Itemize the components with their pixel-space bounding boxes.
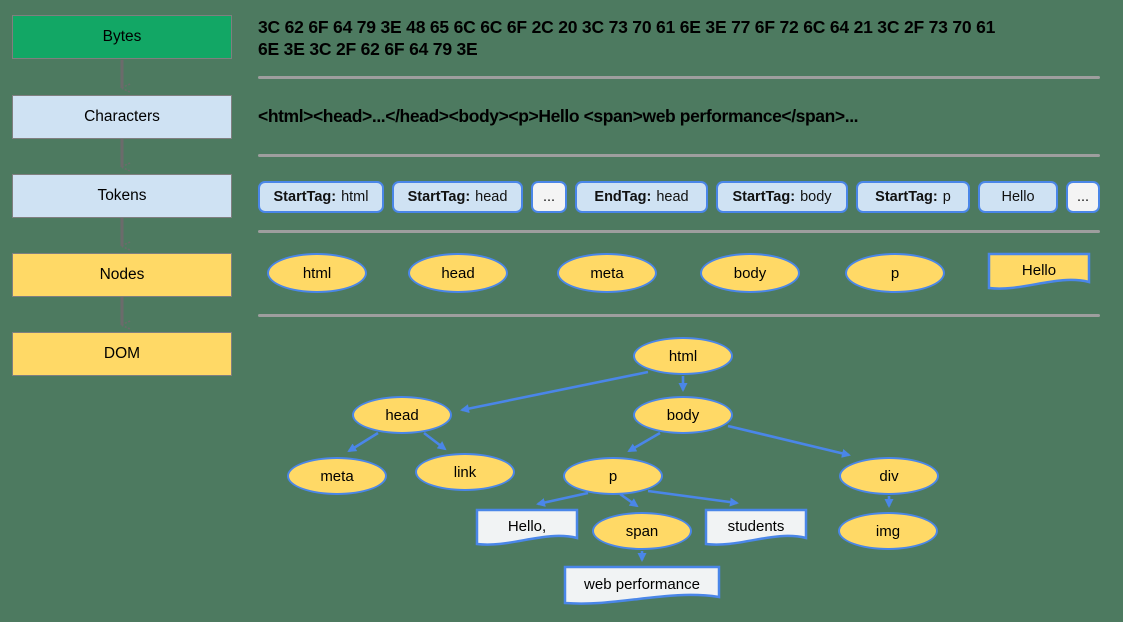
tree-edges	[347, 370, 894, 562]
node-label: div	[879, 467, 899, 485]
token-value: ...	[542, 189, 556, 205]
stage-dom: DOM	[12, 332, 232, 376]
token-starttag-p: StartTag: p	[856, 181, 970, 213]
token-type: StartTag:	[407, 189, 471, 205]
token-value: body	[800, 189, 832, 205]
token-value: ...	[1076, 189, 1090, 205]
tree-edge-body-div	[727, 424, 851, 458]
node-p: p	[845, 253, 945, 293]
tree-edge-html-head	[460, 370, 649, 414]
hex-bytes-line2: 6E 3E 3C 2F 62 6F 64 79 3E	[258, 39, 478, 59]
node-label: web performance	[584, 575, 700, 593]
node-label: html	[302, 264, 332, 282]
token-value: html	[341, 189, 369, 205]
tree-edge-p-hello	[536, 491, 589, 507]
token-ellipsis-2: ...	[1066, 181, 1100, 213]
stage-characters: Characters	[12, 95, 232, 139]
token-type: EndTag:	[594, 189, 652, 205]
tree-edge-body-p	[627, 431, 661, 453]
tree-edge-head-link	[423, 431, 447, 451]
dom-node-body: body	[633, 396, 733, 434]
node-text-hello: Hello	[987, 252, 1091, 294]
hex-bytes-line1: 3C 62 6F 64 79 3E 48 65 6C 6C 6F 2C 20 3…	[258, 17, 996, 37]
node-label: link	[453, 463, 477, 481]
stage-characters-label: Characters	[84, 108, 160, 125]
stage-tokens-label: Tokens	[97, 187, 147, 204]
token-type: StartTag:	[875, 189, 938, 205]
characters-text: <html><head>...</head><body><p>Hello <sp…	[258, 106, 859, 126]
hex-bytes-text: 3C 62 6F 64 79 3E 48 65 6C 6C 6F 2C 20 3…	[258, 16, 1058, 60]
tree-edge-head-meta	[347, 431, 379, 453]
tree-edge-p-span	[619, 492, 639, 508]
token-type: StartTag:	[273, 189, 337, 205]
stage-nodes-label: Nodes	[99, 266, 145, 283]
node-label: html	[668, 347, 698, 365]
stage-nodes: Nodes	[12, 253, 232, 297]
divider-3	[258, 230, 1100, 233]
dom-node-html: html	[633, 337, 733, 375]
token-type: StartTag:	[732, 189, 796, 205]
node-label: Hello	[1021, 261, 1057, 279]
node-html: html	[267, 253, 367, 293]
token-starttag-body: StartTag: body	[716, 181, 848, 213]
token-starttag-html: StartTag: html	[258, 181, 384, 213]
token-value: p	[942, 189, 951, 205]
node-label: head	[385, 406, 419, 424]
node-label: img	[875, 522, 901, 540]
node-body: body	[700, 253, 800, 293]
text-node-shape	[563, 565, 721, 605]
stage-bytes-label: Bytes	[102, 28, 142, 45]
text-node-shape	[475, 508, 579, 546]
dom-node-span: span	[592, 512, 692, 550]
node-label: meta	[320, 467, 354, 485]
text-node-shape	[987, 252, 1091, 290]
node-label: Hello,	[507, 517, 547, 535]
stage-tokens: Tokens	[12, 174, 232, 218]
node-meta: meta	[557, 253, 657, 293]
token-value: head	[475, 189, 508, 205]
dom-textnode-students: students	[704, 508, 808, 550]
node-label: p	[608, 467, 618, 485]
dom-node-p: p	[563, 457, 663, 495]
token-endtag-head: EndTag: head	[575, 181, 708, 213]
dom-textnode-web-performance: web performance	[563, 565, 721, 609]
dom-node-div: div	[839, 457, 939, 495]
stage-dom-label: DOM	[103, 345, 141, 362]
node-label: body	[666, 406, 700, 424]
token-value: Hello	[1001, 189, 1035, 205]
dom-node-head: head	[352, 396, 452, 434]
node-label: body	[733, 264, 767, 282]
token-hello: Hello	[978, 181, 1058, 213]
dom-node-img: img	[838, 512, 938, 550]
dom-node-link: link	[415, 453, 515, 491]
token-ellipsis-1: ...	[531, 181, 567, 213]
tree-edge-p-students	[647, 489, 739, 507]
node-head: head	[408, 253, 508, 293]
dom-node-meta: meta	[287, 457, 387, 495]
divider-2	[258, 154, 1100, 157]
node-label: head	[441, 264, 475, 282]
text-node-shape	[704, 508, 808, 546]
node-label: meta	[590, 264, 624, 282]
token-value: head	[656, 189, 689, 205]
divider-1	[258, 76, 1100, 79]
node-label: students	[727, 517, 785, 535]
token-starttag-head: StartTag: head	[392, 181, 523, 213]
node-label: span	[625, 522, 659, 540]
stage-bytes: Bytes	[12, 15, 232, 59]
node-label: p	[890, 264, 900, 282]
dom-textnode-hello: Hello,	[475, 508, 579, 550]
divider-4	[258, 314, 1100, 317]
